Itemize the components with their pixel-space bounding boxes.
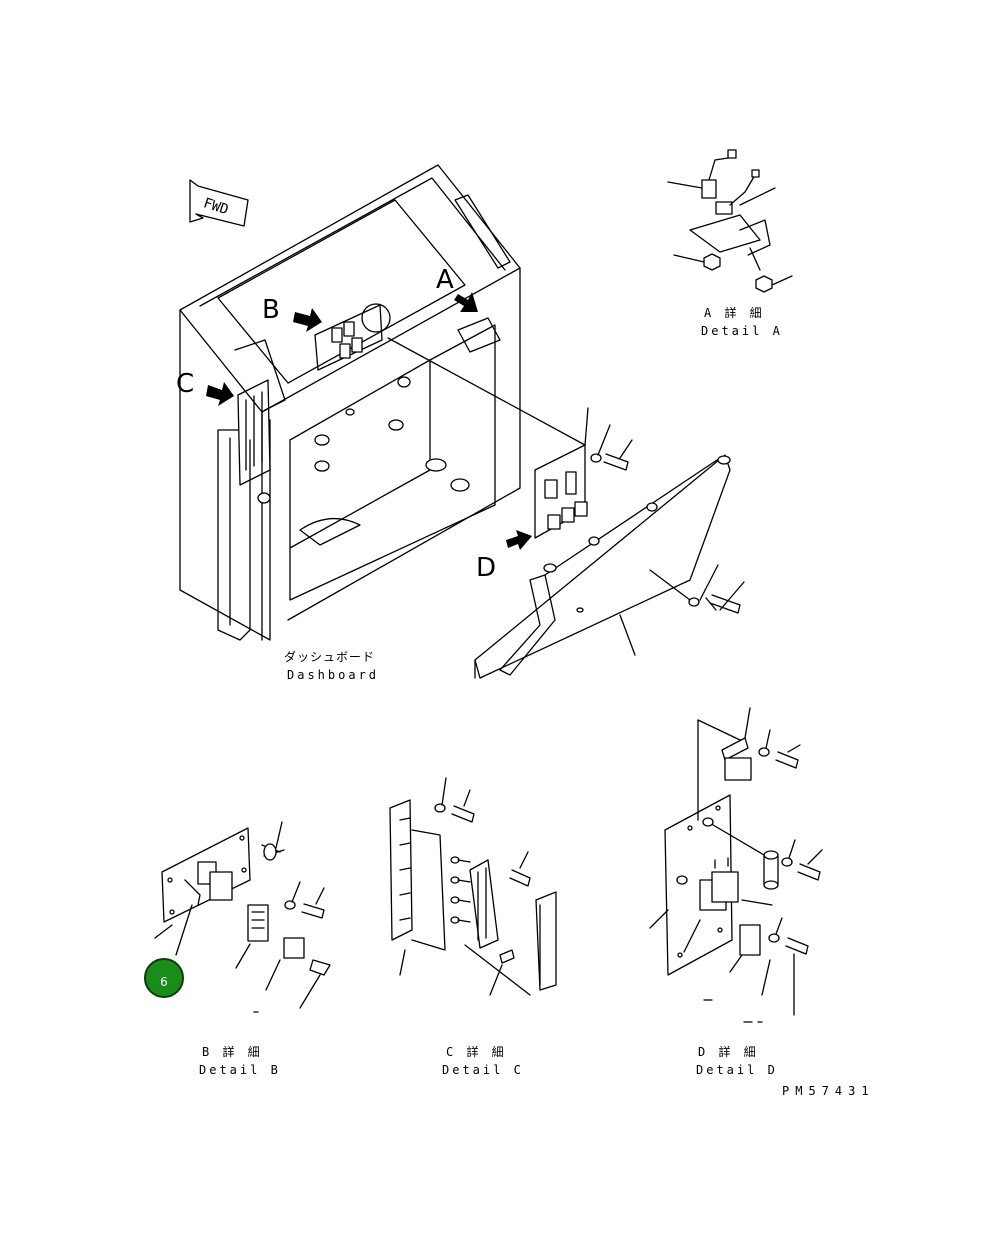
view-letter-a: A bbox=[436, 265, 454, 295]
under-cover bbox=[474, 454, 745, 679]
part-callout-button[interactable]: 6 bbox=[144, 958, 184, 998]
detail-c-label-jp: C 詳 細 bbox=[446, 1045, 507, 1059]
view-letter-d: D bbox=[476, 553, 496, 583]
dashboard-assembly bbox=[179, 164, 586, 641]
fwd-arrow-icon: FWD bbox=[189, 179, 249, 227]
fwd-label: FWD bbox=[201, 195, 230, 218]
detail-d-drawing bbox=[253, 707, 823, 1023]
detail-d-label-en: Detail D bbox=[696, 1063, 778, 1077]
view-arrows bbox=[206, 292, 532, 550]
view-letter-b: B bbox=[262, 295, 280, 325]
drawing-number: PM57431 bbox=[782, 1084, 875, 1098]
detail-c-label-en: Detail C bbox=[442, 1063, 524, 1077]
dashboard-label-en: Dashboard bbox=[287, 668, 380, 682]
detail-a-label-en: Detail A bbox=[701, 324, 783, 338]
detail-a-drawing bbox=[667, 149, 793, 293]
view-letter-c: C bbox=[176, 369, 194, 399]
detail-b-drawing bbox=[154, 821, 331, 1009]
detail-b-label-jp: B 詳 細 bbox=[202, 1045, 263, 1059]
relay-board-d bbox=[534, 407, 633, 539]
detail-a-label-jp: A 詳 細 bbox=[704, 306, 765, 320]
dashboard-label-jp: ダッシュボード bbox=[284, 650, 376, 664]
detail-c-drawing bbox=[389, 777, 557, 996]
detail-d-label-jp: D 詳 細 bbox=[698, 1045, 759, 1059]
detail-b-label-en: Detail B bbox=[199, 1063, 281, 1077]
